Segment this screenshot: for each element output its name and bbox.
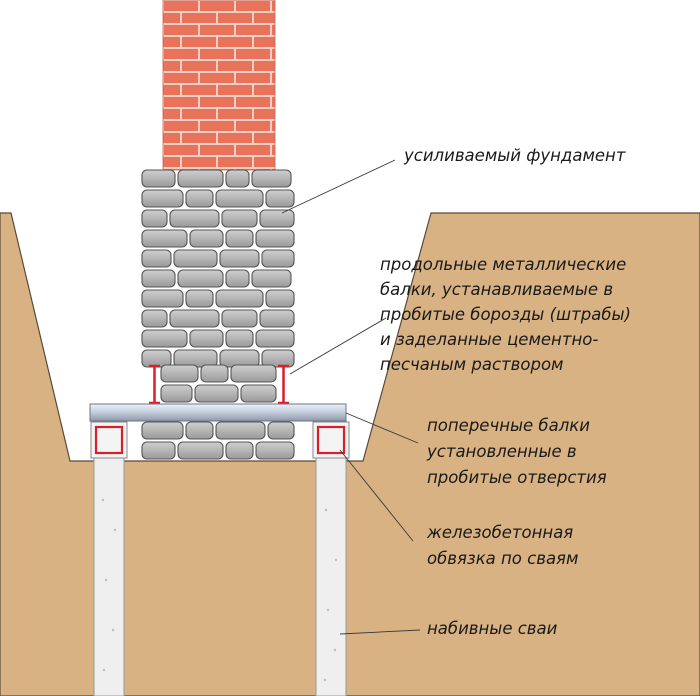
- leader-lines: [281, 159, 421, 635]
- foundation-stone: [265, 189, 295, 208]
- foundation-stone: [189, 229, 224, 248]
- foundation-stone: [141, 249, 172, 268]
- foundation-stone: [255, 441, 295, 460]
- pile-right: [315, 456, 347, 696]
- longitudinal-beam-right: [278, 364, 289, 405]
- foundation-stone: [141, 209, 168, 228]
- foundation-stone: [261, 249, 295, 268]
- foundation-stone: [160, 384, 193, 403]
- foundation-stone: [251, 269, 292, 288]
- foundation-stone: [141, 169, 176, 188]
- foundation-stone: [141, 441, 176, 460]
- foundation-stone: [221, 209, 258, 228]
- foundation-stone: [177, 169, 224, 188]
- foundation-stone: [173, 249, 218, 268]
- foundation-stone: [225, 329, 254, 348]
- foundation-stone: [225, 229, 254, 248]
- cross-beam: [89, 403, 347, 422]
- label-pile-cap: железобетонная обвязка по сваям: [426, 523, 578, 568]
- foundation-stone: [221, 309, 258, 328]
- foundation-stone: [255, 329, 295, 348]
- foundation-stone: [230, 364, 277, 383]
- foundation-stone: [141, 189, 184, 208]
- foundation-stone: [141, 309, 168, 328]
- foundation-stone: [185, 421, 214, 440]
- foundation-stone: [141, 329, 188, 348]
- foundation-stone: [225, 269, 250, 288]
- foundation-stone: [177, 269, 224, 288]
- callout-labels: усиливаемый фундамент продольные металли…: [380, 146, 636, 638]
- foundation-stone: [259, 309, 295, 328]
- foundation-stone: [219, 249, 260, 268]
- foundation-stone: [225, 441, 254, 460]
- foundation-stone: [189, 329, 224, 348]
- label-cross-beams: поперечные балки установленные в пробиты…: [426, 416, 607, 487]
- rubble-foundation-stones: [141, 169, 295, 460]
- foundation-stone: [185, 289, 214, 308]
- foundation-stone: [215, 189, 264, 208]
- foundation-stone: [141, 269, 176, 288]
- pile-texture: [101, 498, 338, 682]
- foundation-stone: [160, 364, 199, 383]
- label-longitudinal-beams: продольные металлические балки, устанавл…: [380, 255, 636, 374]
- label-piles: набивные сваи: [427, 619, 558, 638]
- leader-piles: [339, 629, 421, 635]
- foundation-stone: [169, 209, 220, 228]
- foundation-stone: [259, 209, 295, 228]
- foundation-stone: [141, 421, 184, 440]
- foundation-stone: [267, 421, 295, 440]
- leader-longitudinal-beams: [289, 317, 387, 375]
- longitudinal-beam-left: [149, 364, 160, 405]
- foundation-stone: [141, 229, 188, 248]
- foundation-stone: [225, 169, 250, 188]
- foundation-stone: [251, 169, 292, 188]
- foundation-stone: [177, 441, 224, 460]
- foundation-stone: [215, 289, 264, 308]
- foundation-stone: [141, 289, 184, 308]
- pile-left: [93, 456, 125, 696]
- leader-foundation: [281, 159, 396, 214]
- brick-wall: [162, 0, 276, 171]
- soil-ground: [0, 212, 700, 696]
- foundation-stone: [169, 309, 220, 328]
- leader-pile-cap: [339, 449, 414, 542]
- rebar-cage-left: [94, 425, 124, 455]
- foundation-stone: [185, 189, 214, 208]
- rebar-cage-right: [316, 425, 346, 455]
- foundation-stone: [200, 364, 229, 383]
- foundation-stone: [265, 289, 295, 308]
- foundation-stone: [255, 229, 295, 248]
- foundation-stone: [194, 384, 239, 403]
- foundation-stone: [215, 421, 266, 440]
- foundation-stone: [240, 384, 277, 403]
- leader-cross-beams: [345, 412, 419, 444]
- label-foundation: усиливаемый фундамент: [403, 146, 626, 165]
